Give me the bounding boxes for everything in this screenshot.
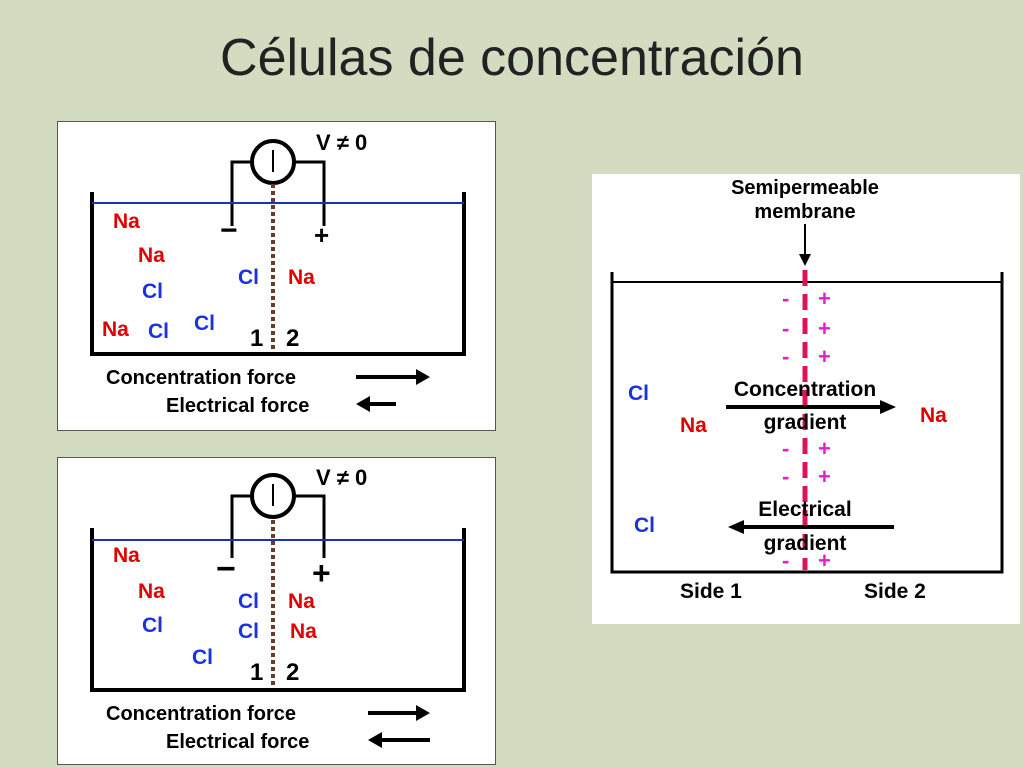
concentration-force-label: Concentration force bbox=[106, 367, 296, 389]
minus-sign: − bbox=[216, 550, 236, 588]
arrow-right-head bbox=[416, 369, 430, 385]
side-2-label: 2 bbox=[286, 659, 299, 686]
ion-label: Cl bbox=[634, 514, 655, 537]
concentration-force-label: Concentration force bbox=[106, 703, 296, 725]
voltmeter-wire-right bbox=[294, 160, 326, 226]
ion-label: Na bbox=[288, 266, 315, 289]
cell-diagram-bottom: V ≠ 0 − + Na Na Cl Cl Cl Cl Na Na 1 2 Co… bbox=[57, 457, 496, 765]
ion-label: Na bbox=[102, 318, 129, 341]
cell-diagram-top-svg: V ≠ 0 − + Na Na Cl Na Cl Cl Cl Na 1 2 Co… bbox=[90, 130, 466, 417]
ion-label: Cl bbox=[142, 280, 163, 303]
arrow-left-head bbox=[368, 732, 382, 748]
charge-minus: - bbox=[782, 436, 789, 461]
ion-label: Na bbox=[920, 404, 947, 427]
ion-label: Na bbox=[113, 544, 140, 567]
charge-minus: - bbox=[782, 344, 789, 369]
container bbox=[90, 528, 466, 692]
ion-label: Cl bbox=[628, 382, 649, 405]
ion-label: Na bbox=[138, 580, 165, 603]
ion-label: Cl bbox=[238, 266, 259, 289]
concentration-gradient-label: Concentration bbox=[734, 378, 876, 401]
arrow-left-head bbox=[356, 396, 370, 412]
ion-label: Cl bbox=[238, 620, 259, 643]
cell-diagram-bottom-svg: V ≠ 0 − + Na Na Cl Cl Cl Cl Na Na 1 2 Co… bbox=[90, 465, 466, 753]
charge-plus: + bbox=[818, 548, 831, 573]
charge-minus: - bbox=[782, 464, 789, 489]
charge-plus: + bbox=[818, 316, 831, 341]
voltmeter-wire-left bbox=[230, 494, 252, 558]
charge-plus: + bbox=[818, 286, 831, 311]
electrical-force-label: Electrical force bbox=[166, 731, 309, 753]
charge-minus: - bbox=[782, 316, 789, 341]
electrical-gradient-label: gradient bbox=[764, 532, 847, 555]
charge-minus: - bbox=[782, 548, 789, 573]
minus-sign: − bbox=[220, 214, 238, 247]
voltmeter-wire-right bbox=[294, 494, 326, 558]
ion-label: Cl bbox=[238, 590, 259, 613]
arrow-left-head bbox=[728, 520, 744, 534]
ion-label: Na bbox=[138, 244, 165, 267]
container bbox=[90, 192, 466, 356]
charge-plus: + bbox=[818, 464, 831, 489]
ion-label: Cl bbox=[148, 320, 169, 343]
voltage-label: V ≠ 0 bbox=[316, 130, 367, 155]
charge-minus: - bbox=[782, 286, 789, 311]
side-1-label: 1 bbox=[250, 659, 263, 686]
slide-title: Células de concentración bbox=[220, 29, 804, 87]
charge-plus: + bbox=[818, 344, 831, 369]
side-2-label: Side 2 bbox=[864, 580, 926, 603]
arrow-right-head bbox=[880, 400, 896, 414]
ion-label: Na bbox=[288, 590, 315, 613]
ion-label: Na bbox=[113, 210, 140, 233]
ion-label: Cl bbox=[194, 312, 215, 335]
voltmeter-wire-left bbox=[230, 160, 252, 226]
ion-label: Cl bbox=[142, 614, 163, 637]
ion-label: Na bbox=[290, 620, 317, 643]
arrow-right-head bbox=[416, 705, 430, 721]
membrane-label: Semipermeable bbox=[731, 177, 879, 199]
side-1-label: 1 bbox=[250, 325, 263, 352]
side-1-label: Side 1 bbox=[680, 580, 742, 603]
membrane-gradient-svg: Semipermeable membrane - + - + - + - + -… bbox=[610, 177, 1004, 603]
cell-diagram-top: V ≠ 0 − + Na Na Cl Na Cl Cl Cl Na 1 2 Co… bbox=[57, 121, 496, 431]
container bbox=[610, 272, 1004, 574]
concentration-gradient-label: gradient bbox=[764, 411, 847, 434]
ion-label: Cl bbox=[192, 646, 213, 669]
ion-label: Na bbox=[680, 414, 707, 437]
charge-plus: + bbox=[818, 436, 831, 461]
electrical-force-label: Electrical force bbox=[166, 395, 309, 417]
plus-sign: + bbox=[312, 555, 331, 591]
pointer-arrow-head bbox=[799, 254, 811, 266]
voltage-label: V ≠ 0 bbox=[316, 465, 367, 490]
side-2-label: 2 bbox=[286, 325, 299, 352]
plus-sign: + bbox=[314, 220, 329, 250]
electrical-gradient-label: Electrical bbox=[758, 498, 851, 521]
membrane-label: membrane bbox=[754, 201, 855, 223]
membrane-gradient-diagram: Semipermeable membrane - + - + - + - + -… bbox=[592, 174, 1020, 624]
